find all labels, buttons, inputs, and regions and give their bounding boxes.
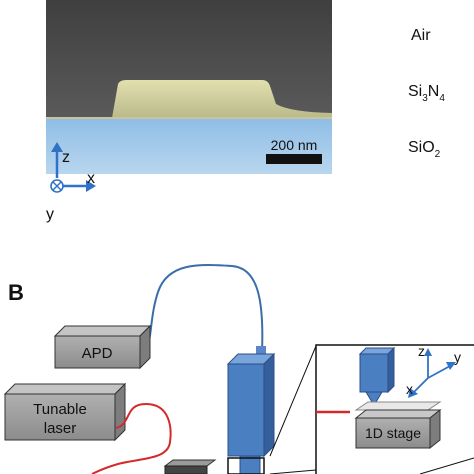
axis-z-a: z — [62, 149, 70, 166]
apd-label: APD — [82, 345, 113, 362]
label-air: Air — [411, 27, 431, 44]
inset-axis-x: x — [406, 381, 413, 397]
zoom-line-bottom — [269, 469, 317, 474]
sample-chip — [354, 401, 442, 411]
fiber-holder — [163, 459, 217, 474]
axis-x-a: x — [87, 170, 95, 187]
axis-y-a: y — [46, 206, 54, 223]
waveguide-cross-section — [112, 80, 332, 118]
objective-block — [226, 346, 276, 474]
sem-image: 200 nm — [46, 0, 332, 174]
axes-panel-a: z x y — [46, 142, 96, 223]
zoom-line-top — [269, 345, 317, 457]
scale-bar-label: 200 nm — [271, 137, 318, 153]
inset-panel: 1D stage z y x — [315, 343, 474, 474]
panel-b-label: B — [8, 280, 24, 305]
scale-bar — [266, 154, 322, 164]
collection-fiber — [145, 264, 264, 353]
stage-label: 1D stage — [365, 425, 421, 441]
apd-box: APD — [53, 324, 152, 370]
label-sio2: SiO2 — [408, 139, 441, 160]
inset-axis-z: z — [418, 343, 425, 359]
laser-label-line2: laser — [44, 420, 77, 437]
inset-axis-y: y — [454, 349, 461, 365]
laser-label-line1: Tunable — [33, 401, 87, 418]
label-si3n4: Si3N4 — [408, 83, 445, 104]
tunable-laser-box: Tunable laser — [3, 382, 127, 442]
laser-fiber — [91, 402, 172, 474]
